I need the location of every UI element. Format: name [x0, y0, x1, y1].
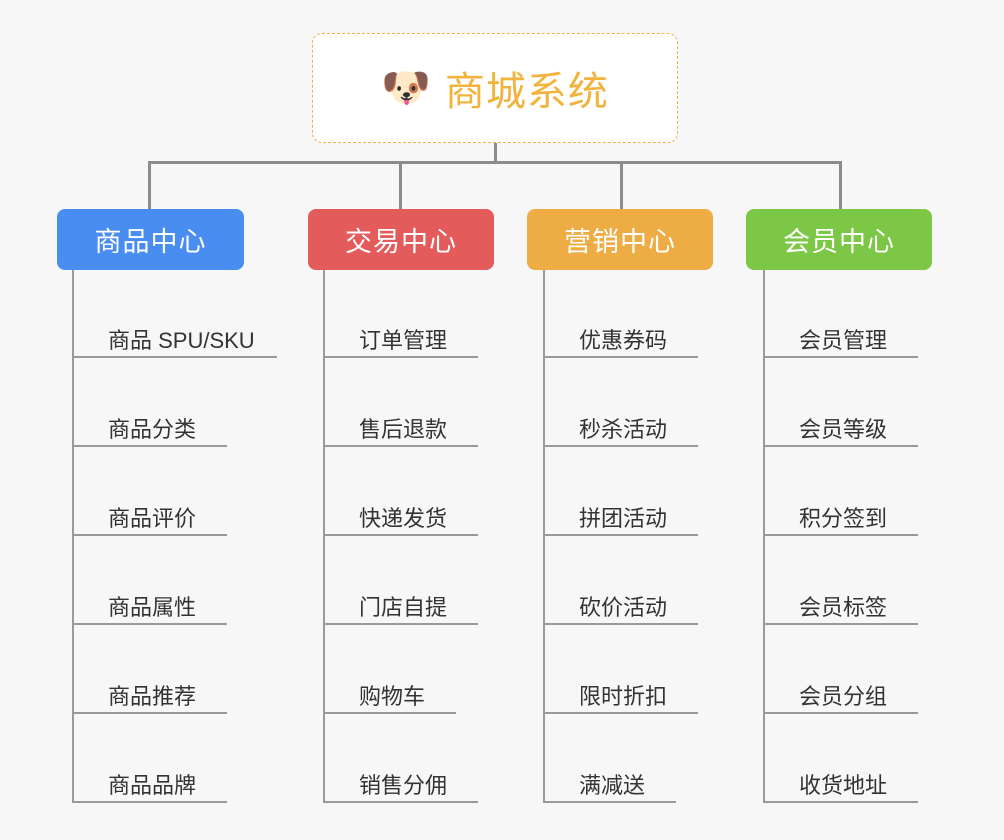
branch-header-3[interactable]: 营销中心	[527, 209, 713, 270]
leaf-label: 商品属性	[108, 595, 197, 621]
leaf-item-4-1[interactable]: 会员管理	[763, 312, 918, 358]
branch-drop-connector-4	[839, 161, 842, 209]
branch-header-4[interactable]: 会员中心	[746, 209, 932, 270]
leaf-item-1-4[interactable]: 商品属性	[72, 579, 227, 625]
leaf-label: 快递发货	[359, 506, 448, 532]
leaf-item-1-5[interactable]: 商品推荐	[72, 668, 227, 714]
leaf-item-3-4[interactable]: 砍价活动	[543, 579, 698, 625]
leaf-label: 门店自提	[359, 595, 448, 621]
branch-drop-connector-1	[148, 161, 151, 209]
leaf-item-3-1[interactable]: 优惠券码	[543, 312, 698, 358]
leaf-label: 商品 SPU/SKU	[108, 328, 255, 354]
leaf-item-1-3[interactable]: 商品评价	[72, 490, 227, 536]
branch-header-2[interactable]: 交易中心	[308, 209, 494, 270]
leaf-item-2-3[interactable]: 快递发货	[323, 490, 478, 536]
leaf-label: 会员标签	[799, 595, 888, 621]
leaf-label: 积分签到	[799, 506, 888, 532]
leaf-label: 拼团活动	[579, 506, 668, 532]
leaf-label: 销售分佣	[359, 773, 448, 799]
leaf-item-1-2[interactable]: 商品分类	[72, 401, 227, 447]
leaf-label: 砍价活动	[579, 595, 668, 621]
branch-label-2: 交易中心	[345, 227, 457, 257]
leaf-label: 商品评价	[108, 506, 197, 532]
leaf-item-4-3[interactable]: 积分签到	[763, 490, 918, 536]
branch-label-3: 营销中心	[564, 227, 676, 257]
leaf-item-2-6[interactable]: 销售分佣	[323, 757, 478, 803]
leaf-label: 满减送	[579, 773, 646, 799]
horizontal-bus-connector	[148, 161, 842, 164]
leaf-item-4-2[interactable]: 会员等级	[763, 401, 918, 447]
branch-drop-connector-3	[620, 161, 623, 209]
leaf-label: 售后退款	[359, 417, 448, 443]
leaf-label: 会员等级	[799, 417, 888, 443]
leaf-label: 商品分类	[108, 417, 197, 443]
leaf-label: 会员管理	[799, 328, 888, 354]
leaf-label: 限时折扣	[579, 684, 668, 710]
leaf-label: 优惠券码	[579, 328, 668, 354]
leaf-label: 会员分组	[799, 684, 888, 710]
leaf-label: 商品品牌	[108, 773, 197, 799]
branch-rail-3	[543, 270, 545, 802]
branch-drop-connector-2	[399, 161, 402, 209]
leaf-label: 商品推荐	[108, 684, 197, 710]
leaf-item-4-6[interactable]: 收货地址	[763, 757, 918, 803]
leaf-item-4-5[interactable]: 会员分组	[763, 668, 918, 714]
leaf-label: 购物车	[359, 684, 426, 710]
branch-rail-4	[763, 270, 765, 802]
leaf-item-3-2[interactable]: 秒杀活动	[543, 401, 698, 447]
leaf-item-2-5[interactable]: 购物车	[323, 668, 456, 714]
branch-label-1: 商品中心	[94, 227, 207, 257]
branch-rail-2	[323, 270, 325, 802]
leaf-item-2-4[interactable]: 门店自提	[323, 579, 478, 625]
leaf-item-1-1[interactable]: 商品 SPU/SKU	[72, 312, 277, 358]
leaf-item-3-6[interactable]: 满减送	[543, 757, 676, 803]
root-title: 商城系统	[444, 70, 609, 114]
leaf-item-3-3[interactable]: 拼团活动	[543, 490, 698, 536]
leaf-item-2-2[interactable]: 售后退款	[323, 401, 478, 447]
branch-header-1[interactable]: 商品中心	[57, 209, 244, 270]
leaf-item-4-4[interactable]: 会员标签	[763, 579, 918, 625]
branch-label-4: 会员中心	[783, 227, 895, 257]
root-node[interactable]: 🐶 商城系统	[312, 33, 678, 143]
shiba-dog-icon: 🐶	[381, 66, 431, 110]
leaf-item-2-1[interactable]: 订单管理	[323, 312, 478, 358]
root-stem-connector	[494, 143, 497, 163]
leaf-item-1-6[interactable]: 商品品牌	[72, 757, 227, 803]
leaf-label: 秒杀活动	[579, 417, 668, 443]
leaf-item-3-5[interactable]: 限时折扣	[543, 668, 698, 714]
leaf-label: 收货地址	[799, 773, 888, 799]
leaf-label: 订单管理	[359, 328, 448, 354]
branch-rail-1	[72, 270, 74, 802]
